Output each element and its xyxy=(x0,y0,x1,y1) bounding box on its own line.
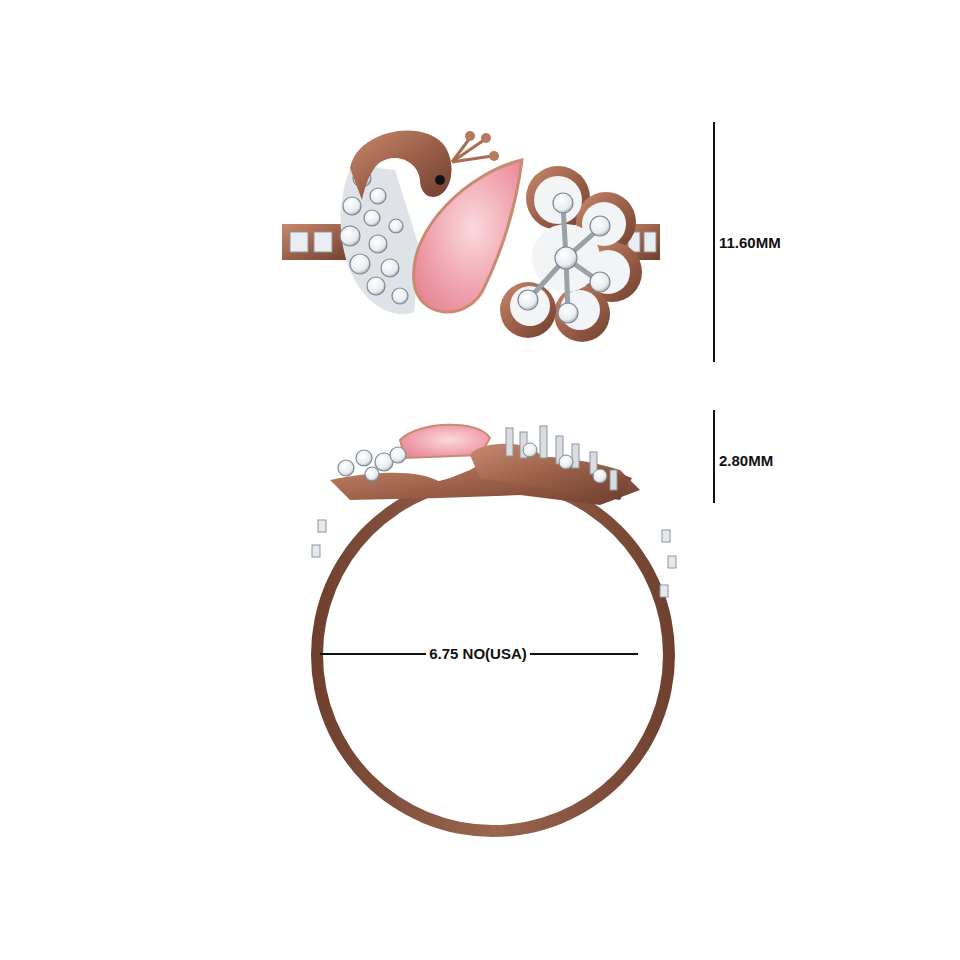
pink-enamel-body xyxy=(414,160,522,312)
side-shoulder-stones xyxy=(312,520,676,597)
ring-shank xyxy=(311,473,675,837)
dimension-label: 11.60MM xyxy=(719,234,781,252)
flower-tail xyxy=(500,166,642,342)
dimension-line xyxy=(320,122,714,654)
diamond-cluster xyxy=(340,165,420,314)
dimension-label: 6.75 NO(USA) xyxy=(426,645,530,663)
side-setting xyxy=(330,425,640,505)
dimension-label: 2.80MM xyxy=(719,452,773,470)
